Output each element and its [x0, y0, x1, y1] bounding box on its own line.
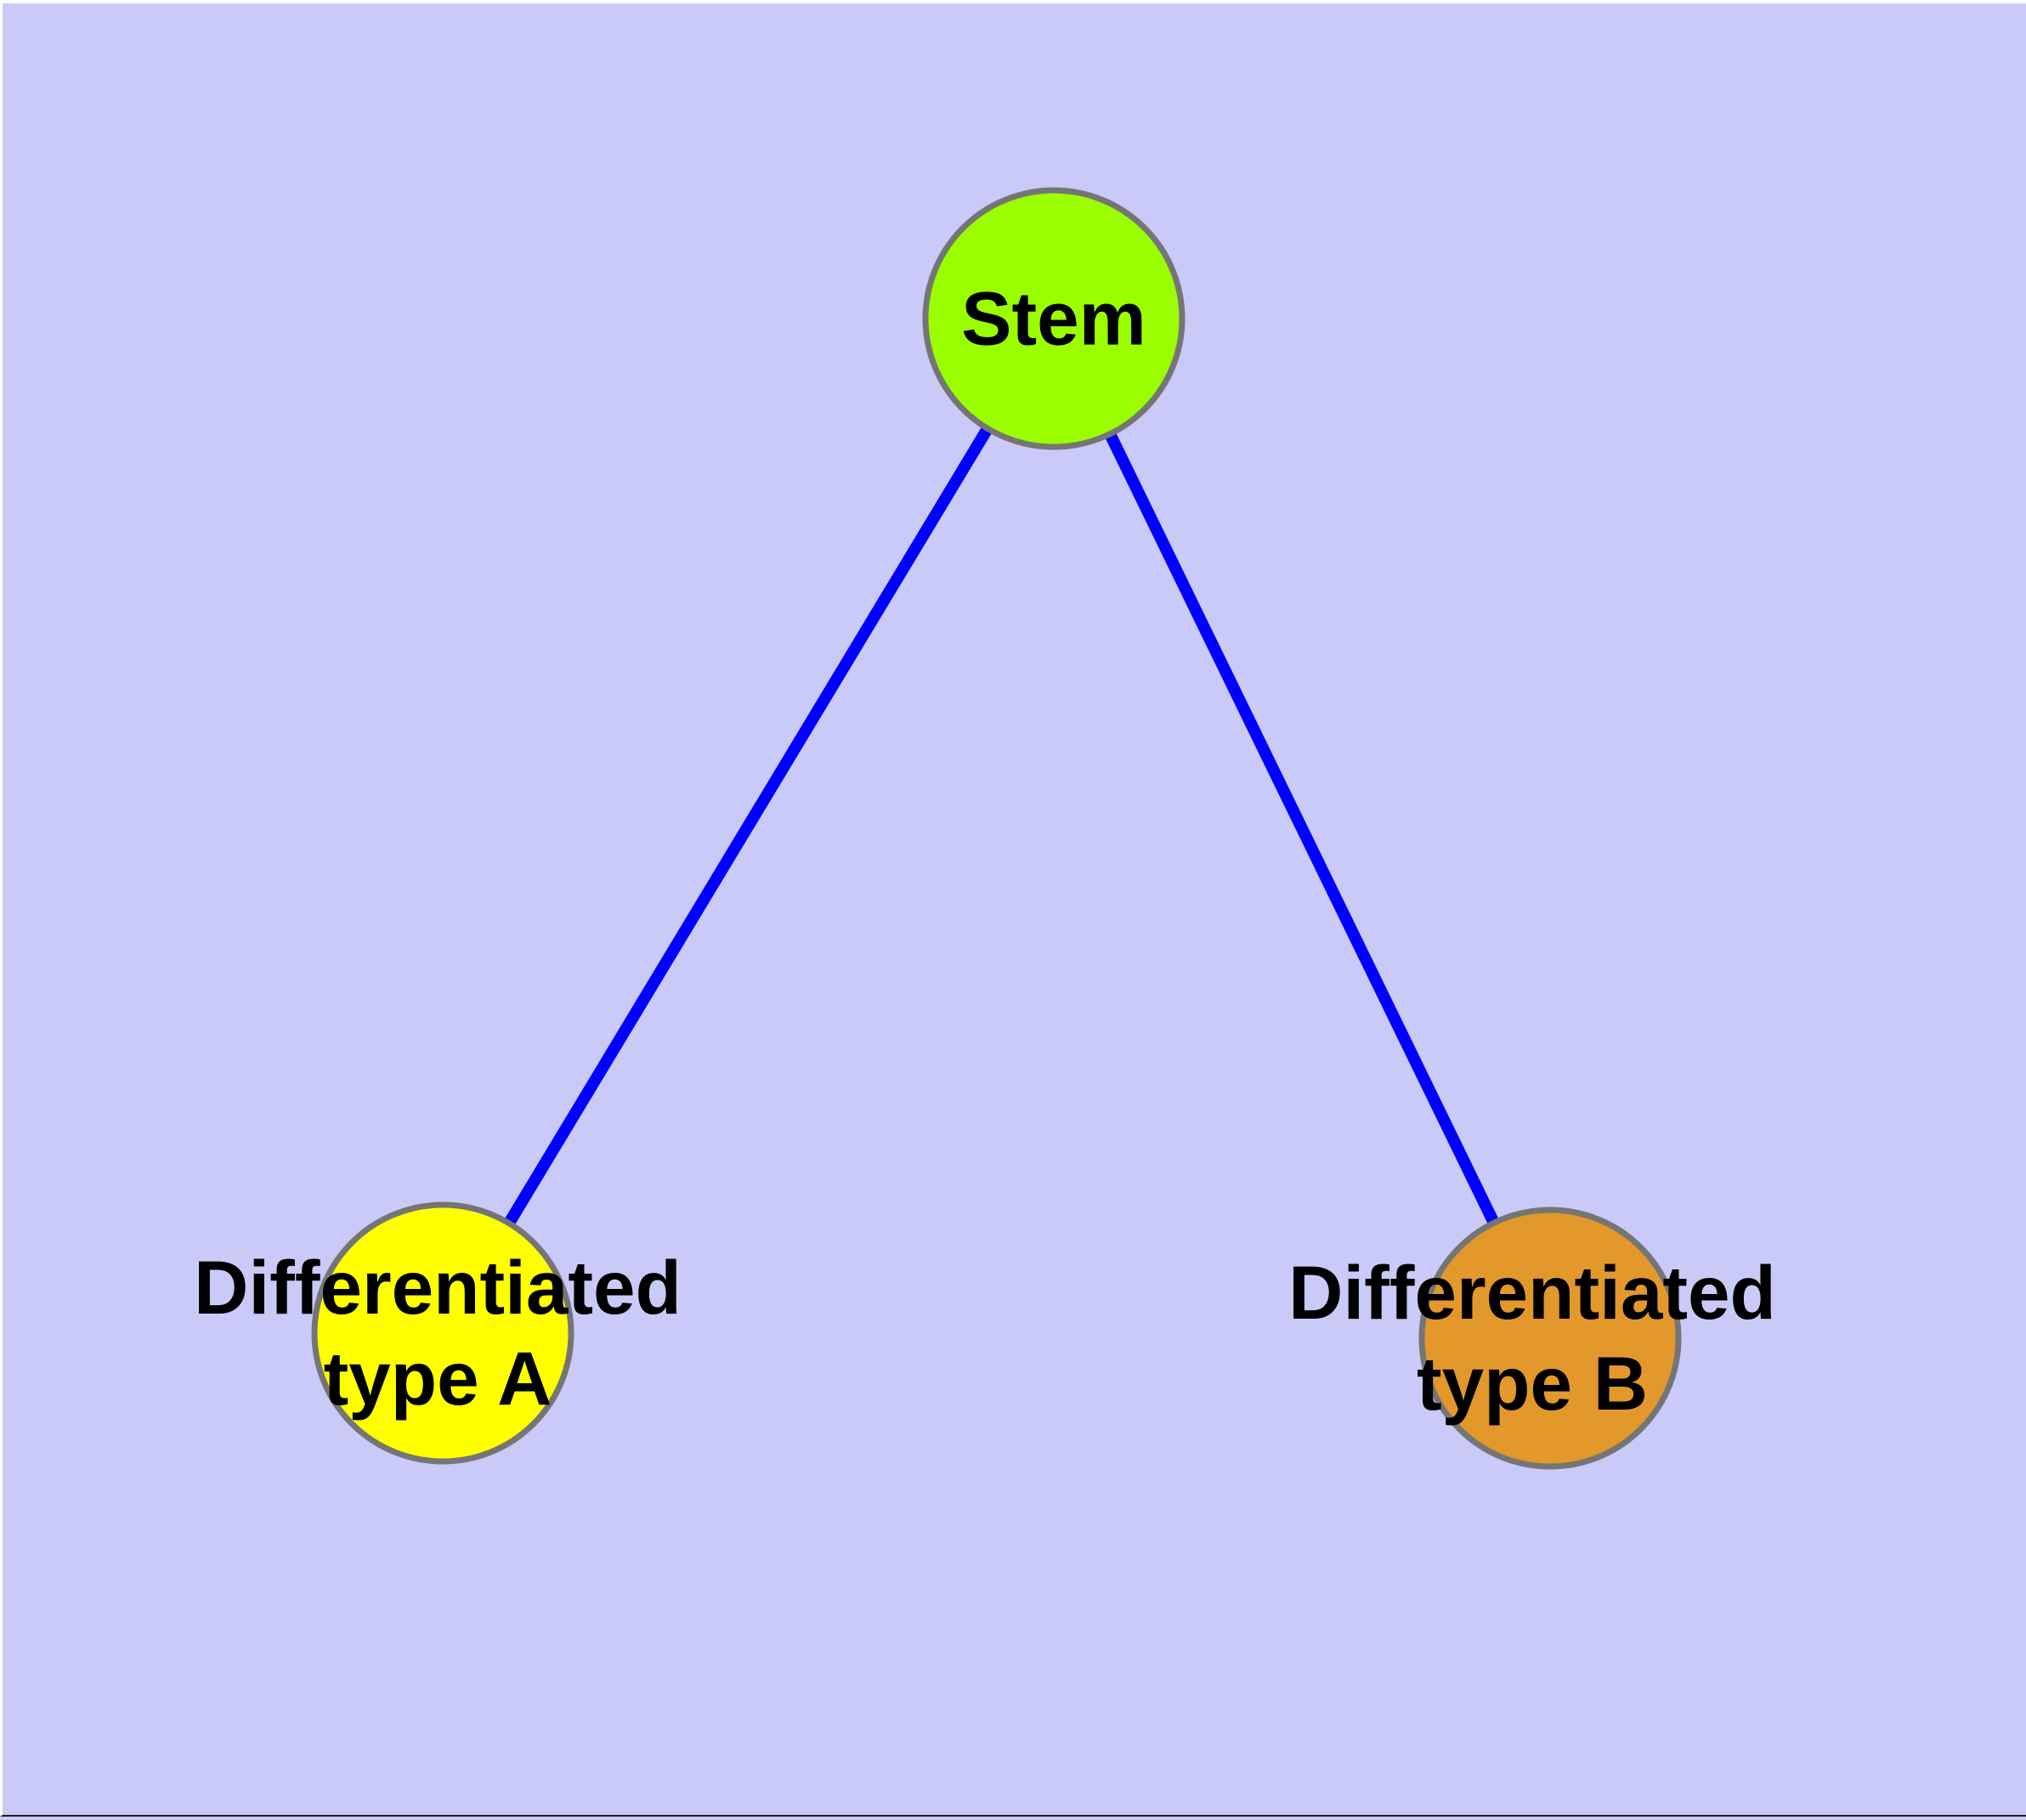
edge-stem-to-type-b [1048, 315, 1556, 1342]
node-type-b-circle [1418, 1207, 1682, 1470]
edge-stem-to-type-a [438, 315, 1059, 1337]
graph-svg [311, 187, 1682, 1470]
node-type-a-circle [311, 1201, 574, 1465]
node-stem-circle [922, 187, 1186, 450]
